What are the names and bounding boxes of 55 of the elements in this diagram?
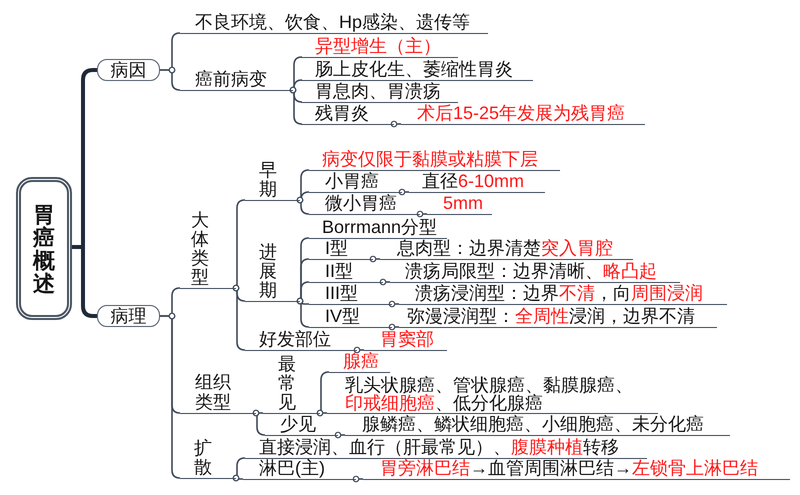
connector-line [398, 188, 409, 196]
topic-label: 胃息肉、胃溃疡 [301, 80, 458, 103]
topic-box: 病因 [97, 59, 160, 81]
connector-line [380, 278, 390, 286]
connector-line [232, 474, 243, 482]
topic-label: 直径6-10mm [409, 170, 545, 193]
topic-label: 胃窦部 [364, 328, 447, 351]
topic-label: 少见 [265, 414, 338, 436]
connector-line [290, 86, 303, 125]
topic-label: 乳头状腺癌、管状腺癌、黏膜腺癌、印戒细胞癌、低分化腺癌 [327, 376, 658, 414]
topic-box: 病理 [97, 305, 160, 327]
topic-label: 淋巴(主) [243, 458, 356, 480]
root-topic-box: 胃癌概述 [16, 177, 72, 320]
topic-label: 胃旁淋巴结→血管周围淋巴结→左锁骨上淋巴结 [363, 458, 790, 480]
topic-label: 早期 [245, 160, 300, 201]
topic-label: II型 [309, 260, 383, 283]
connector-line [390, 120, 401, 128]
topic-label: 弥漫浸润型：全周性浸润，边界不清 [399, 306, 717, 328]
topic-label: 小胃癌 [309, 170, 402, 193]
topic-label: 腺鳞癌、鳞状细胞癌、小细胞癌、未分化癌 [345, 414, 730, 436]
connector-line [388, 300, 399, 308]
connector-line [370, 256, 380, 262]
topic-label: 大体类型 [180, 210, 236, 289]
topic-label: 5mm [427, 192, 492, 215]
topic-label: 术后15-25年发展为残胃癌 [401, 102, 645, 125]
topic-label: 溃疡浸润型：边界不清，向周围浸润 [399, 282, 727, 305]
connector-line [334, 432, 345, 438]
topic-label: Borrmann分型 [309, 216, 447, 239]
topic-label: 进展期 [245, 242, 300, 302]
connector-line [354, 346, 364, 354]
topic-label: 溃疡局限型：边界清晰、略凸起 [390, 260, 680, 283]
topic-label: 癌前病变 [180, 68, 293, 91]
topic-label: 病变仅限于黏膜或粘膜下层 [309, 148, 560, 171]
topic-label: IV型 [309, 306, 392, 328]
connector-line [160, 66, 181, 91]
connector-line [416, 210, 427, 218]
connector-line [72, 245, 97, 318]
topic-label: 息肉型：边界清楚突入胃腔 [380, 238, 633, 260]
connector-line [296, 196, 310, 215]
connector-line [352, 476, 363, 482]
topic-label: III型 [309, 282, 392, 305]
connector-line [316, 410, 327, 416]
topic-label: 不良环境、饮食、Hp感染、遗传等 [180, 12, 488, 34]
topic-label: 最常见 [263, 354, 320, 414]
topic-label: 腺癌 [329, 350, 390, 373]
topic-label: 好发部位 [245, 328, 357, 351]
topic-label: I型 [309, 238, 373, 260]
topic-label: 直接浸润、血行（肝最常见）、腹膜种植转移 [245, 436, 647, 459]
topic-label: 组织类型 [180, 372, 256, 414]
topic-label: 扩散 [180, 438, 236, 479]
topic-label: 残胃炎 [301, 102, 394, 125]
topic-label: 肠上皮化生、萎缩性胃炎 [301, 58, 533, 81]
topic-label: 异型增生（主） [301, 36, 458, 58]
topic-label: 微小胃癌 [309, 192, 420, 215]
connector-line [388, 324, 399, 330]
